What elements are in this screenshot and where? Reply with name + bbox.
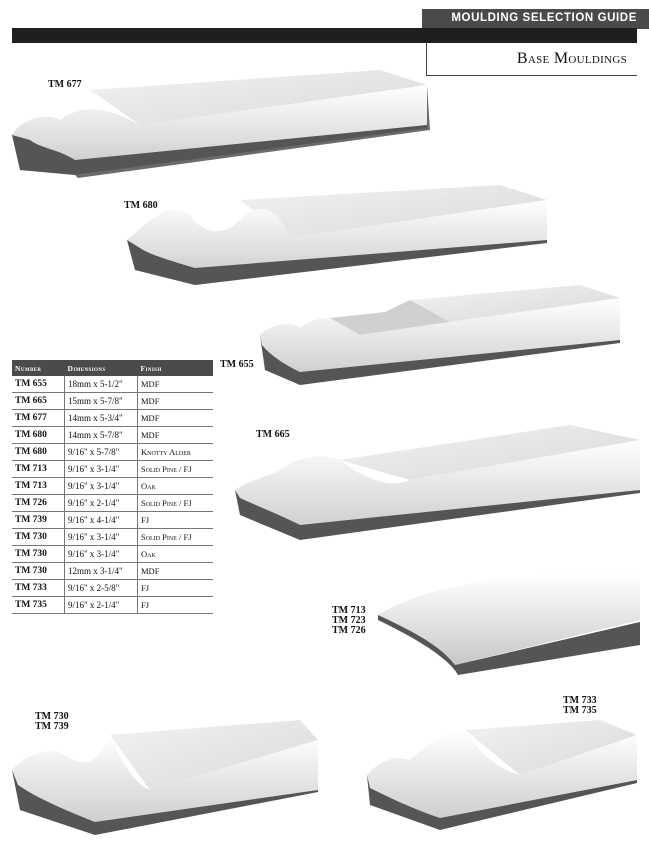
cell-finish: MDF: [137, 426, 213, 444]
header-number: Number: [12, 360, 65, 376]
profile-label-tm655: TM 655: [220, 360, 254, 370]
cell-number: TM 713: [12, 460, 65, 478]
cell-finish: FJ: [137, 511, 213, 529]
label-line: TM 677: [48, 79, 82, 90]
label-line: TM 665: [256, 429, 290, 440]
cell-number: TM 655: [12, 376, 65, 393]
cell-number: TM 730: [12, 562, 65, 580]
cell-finish: Oak: [137, 545, 213, 563]
cell-dimensions: 9/16" x 4-1/4": [64, 511, 138, 529]
cell-dimensions: 14mm x 5-3/4": [64, 409, 138, 427]
cell-number: TM 733: [12, 579, 65, 597]
cell-finish: FJ: [137, 596, 213, 614]
cell-dimensions: 9/16" x 3-1/4": [64, 545, 138, 563]
profile-label-tm677: TM 677: [48, 80, 82, 90]
moulding-tm665: [235, 425, 640, 540]
header-dimensions: Dimensions: [64, 360, 138, 376]
cell-dimensions: 15mm x 5-7/8": [64, 392, 138, 410]
cell-finish: Solid Pine / FJ: [137, 494, 213, 512]
cell-dimensions: 14mm x 5-7/8": [64, 426, 138, 444]
guide-title-tab: MOULDING SELECTION GUIDE: [422, 9, 649, 29]
label-line: TM 735: [563, 705, 597, 716]
cell-finish: MDF: [137, 392, 213, 410]
cell-number: TM 713: [12, 477, 65, 495]
cell-number: TM 665: [12, 392, 65, 410]
label-line: TM 733: [563, 695, 597, 706]
cell-finish: MDF: [137, 562, 213, 580]
cell-finish: MDF: [137, 376, 213, 393]
profile-label-tm665: TM 665: [256, 430, 290, 440]
label-line: TM 655: [220, 359, 254, 370]
cell-dimensions: 9/16" x 2-5/8": [64, 579, 138, 597]
profile-label-tm713: TM 713 TM 723 TM 726: [332, 606, 366, 636]
cell-dimensions: 9/16" x 3-1/4": [64, 460, 138, 478]
cell-number: TM 726: [12, 494, 65, 512]
moulding-tm730: [12, 720, 318, 835]
cell-dimensions: 9/16" x 2-1/4": [64, 494, 138, 512]
cell-finish: Oak: [137, 477, 213, 495]
cell-dimensions: 9/16" x 3-1/4": [64, 477, 138, 495]
cell-finish: FJ: [137, 579, 213, 597]
label-line: TM 726: [332, 625, 366, 636]
section-title: Base Mouldings: [516, 50, 627, 67]
moulding-tm655: [260, 285, 620, 385]
cell-finish: Solid Pine / FJ: [137, 460, 213, 478]
moulding-tm677: [12, 70, 430, 178]
cell-dimensions: 9/16" x 5-7/8": [64, 443, 138, 461]
cell-dimensions: 18mm x 5-1/2": [64, 376, 138, 393]
cell-dimensions: 12mm x 3-1/4": [64, 562, 138, 580]
header-divider: [426, 43, 427, 76]
label-line: TM 739: [35, 721, 69, 732]
cell-number: TM 730: [12, 545, 65, 563]
label-line: TM 730: [35, 711, 69, 722]
cell-finish: Solid Pine / FJ: [137, 528, 213, 546]
moulding-tm733: [367, 720, 637, 830]
cell-number: TM 680: [12, 443, 65, 461]
header-bar: [12, 28, 637, 43]
moulding-tm680: [127, 185, 547, 285]
cell-number: TM 677: [12, 409, 65, 427]
cell-number: TM 730: [12, 528, 65, 546]
label-line: TM 723: [332, 615, 366, 626]
cell-number: TM 680: [12, 426, 65, 444]
cell-number: TM 735: [12, 596, 65, 614]
guide-title: MOULDING SELECTION GUIDE: [451, 12, 637, 24]
moulding-tm713: [378, 575, 640, 675]
cell-dimensions: 9/16" x 2-1/4": [64, 596, 138, 614]
header-underline: [426, 75, 637, 76]
profile-label-tm733: TM 733 TM 735: [563, 696, 597, 716]
cell-number: TM 739: [12, 511, 65, 529]
profile-label-tm680: TM 680: [124, 201, 158, 211]
table-header-row: Number Dimensions Finish: [12, 360, 213, 376]
label-line: TM 713: [332, 605, 366, 616]
profile-label-tm730: TM 730 TM 739: [35, 712, 69, 732]
label-line: TM 680: [124, 200, 158, 211]
header-finish: Finish: [137, 360, 213, 376]
cell-finish: Knotty Alder: [137, 443, 213, 461]
cell-finish: MDF: [137, 409, 213, 427]
cell-dimensions: 9/16" x 3-1/4": [64, 528, 138, 546]
